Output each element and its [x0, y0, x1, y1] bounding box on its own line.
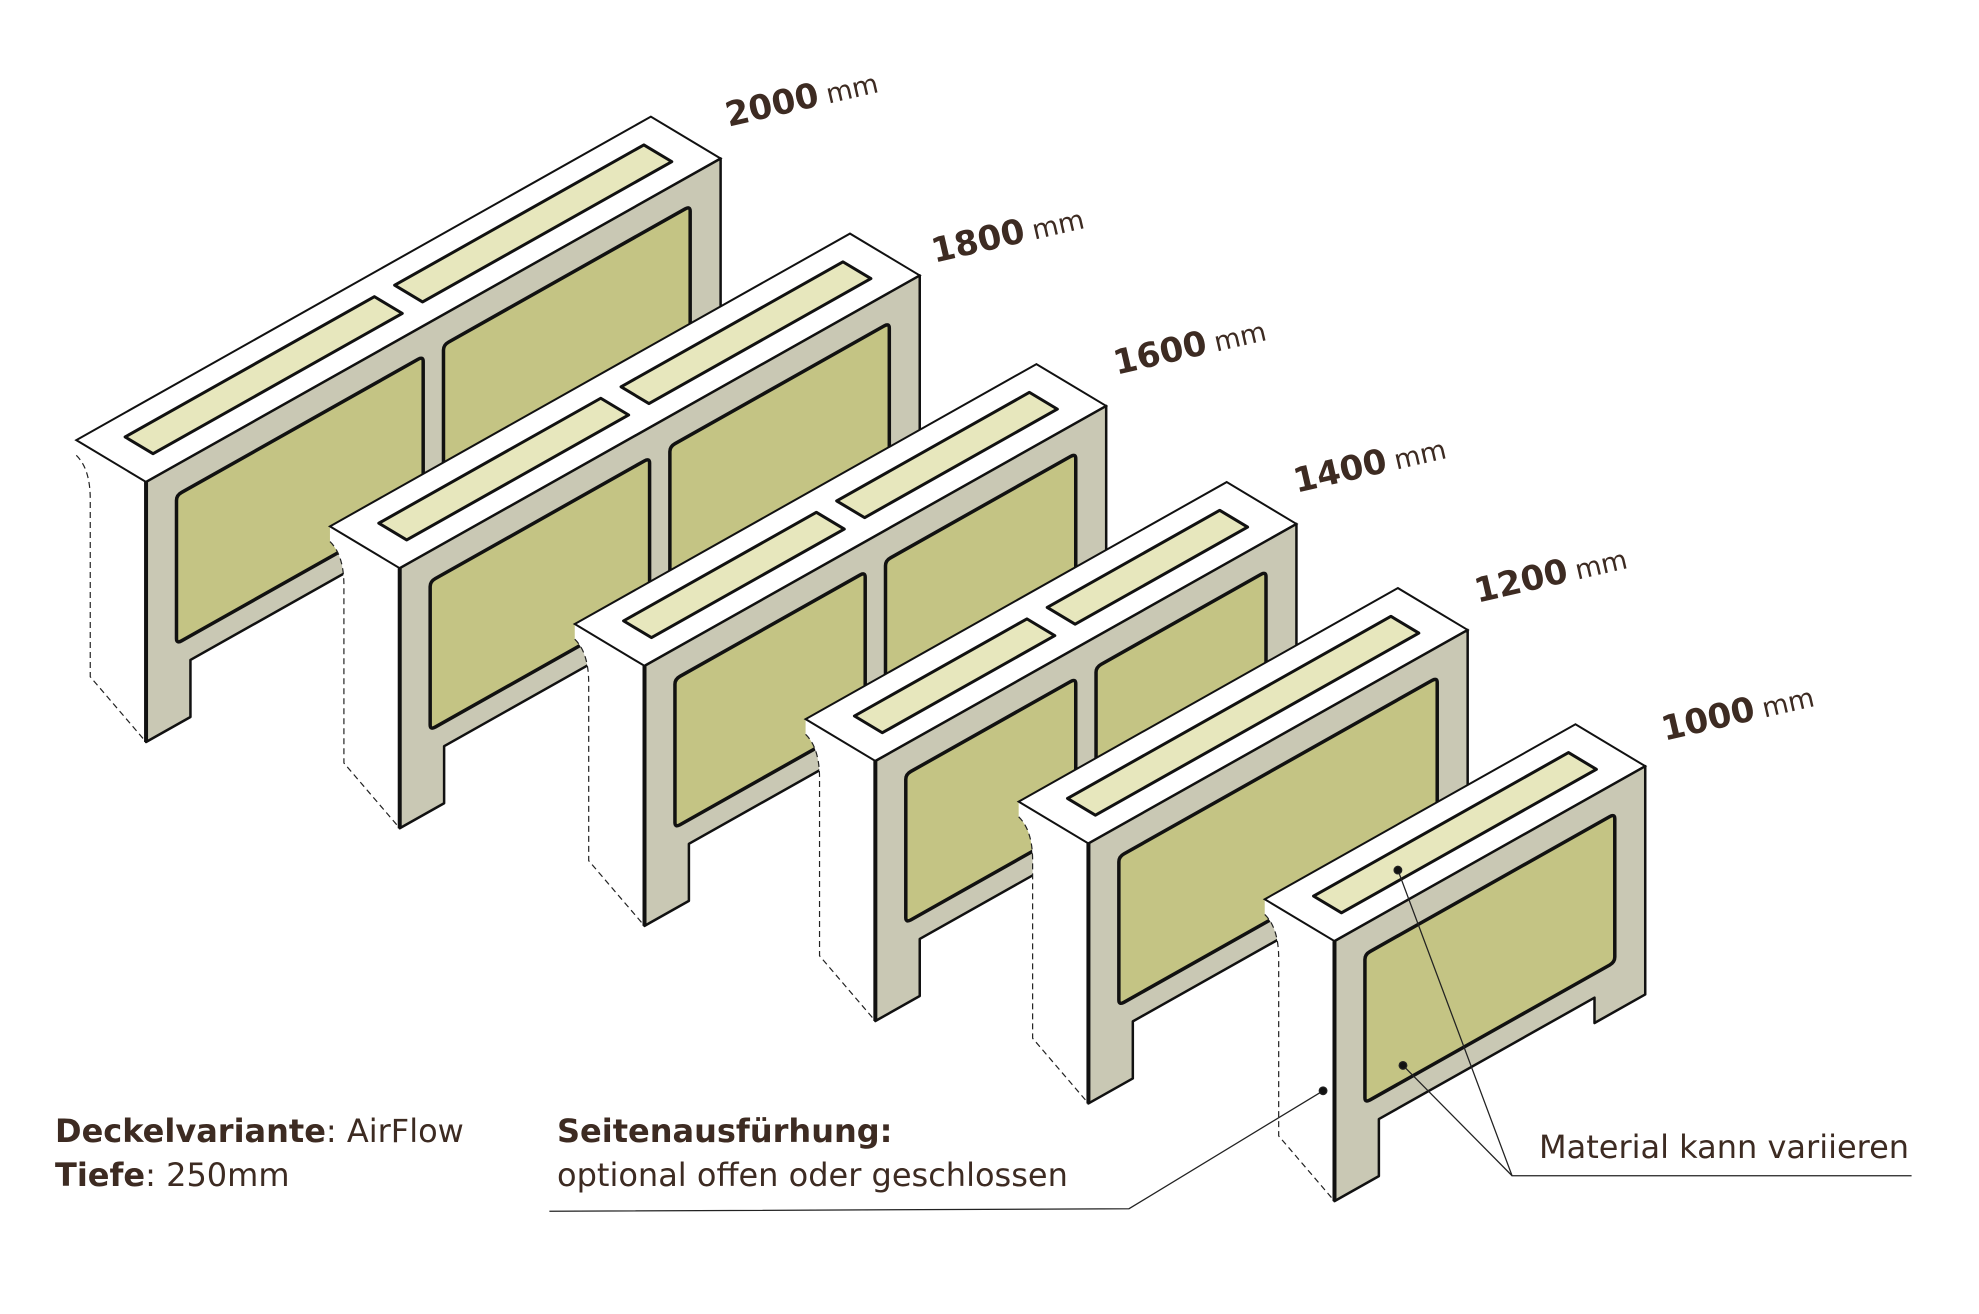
- annotation-leaders: [549, 865, 1912, 1212]
- material-note: Material kann variieren: [1539, 1128, 1910, 1166]
- top-face: [330, 234, 920, 569]
- top-face: [575, 364, 1106, 666]
- airflow-opening: [624, 512, 845, 637]
- depth-label: Tiefe: [55, 1156, 146, 1194]
- airflow-opening: [837, 392, 1058, 517]
- side-panel: [329, 526, 400, 829]
- top-face: [76, 117, 720, 482]
- side-dashed-outline: [575, 639, 645, 926]
- cabinet-2000: [76, 117, 720, 742]
- side-dashed-outline: [330, 542, 400, 829]
- cabinet-1000: [1265, 724, 1646, 1201]
- cabinet-1600: [575, 364, 1106, 926]
- side-panel: [76, 440, 147, 742]
- airflow-opening: [379, 398, 629, 540]
- front-face: [1334, 766, 1645, 1201]
- airflow-opening: [1068, 616, 1419, 815]
- side-dashed-outline: [1019, 817, 1089, 1104]
- front-face: [645, 406, 1107, 926]
- side-panel: [1264, 899, 1335, 1202]
- side-panel: [574, 624, 645, 926]
- airflow-opening: [1314, 753, 1597, 913]
- side-dashed-outline: [76, 455, 146, 742]
- side-face: [330, 526, 400, 828]
- airflow-opening: [395, 145, 672, 302]
- top-face: [1019, 588, 1468, 843]
- side-dashed-outline: [1265, 914, 1335, 1201]
- cabinet-1200: [1019, 588, 1468, 1103]
- side-face: [1019, 802, 1089, 1104]
- lid-variant-value: : AirFlow: [325, 1112, 464, 1150]
- lid-variant: Deckelvariante: AirFlow: [55, 1112, 464, 1150]
- depth-value: : 250mm: [145, 1156, 290, 1194]
- side-panel: [805, 719, 876, 1022]
- depth-spec: Tiefe: 250mm: [55, 1156, 290, 1194]
- side-dashed-outline: [806, 734, 876, 1021]
- leader-dot: [1318, 1086, 1328, 1096]
- airflow-opening: [125, 297, 402, 454]
- side-face: [76, 440, 146, 742]
- leader-dot: [1393, 865, 1403, 875]
- side-face: [1265, 899, 1335, 1201]
- mesh-panel: [1365, 814, 1615, 1103]
- airflow-opening: [854, 619, 1054, 733]
- side-note-leader: [549, 1090, 1324, 1212]
- lid-variant-label: Deckelvariante: [55, 1112, 326, 1150]
- front-face: [146, 158, 721, 741]
- leader-dot: [1398, 1060, 1408, 1070]
- side-panel: [1018, 801, 1089, 1104]
- cabinet-1800: [330, 234, 920, 829]
- material-leader-panel: [1402, 1064, 1513, 1177]
- side-face: [806, 719, 876, 1021]
- top-face: [806, 482, 1297, 761]
- side-note-title: Seitenausfürhung:: [557, 1112, 893, 1150]
- side-face: [575, 624, 645, 926]
- airflow-opening: [621, 262, 871, 404]
- side-note-text: optional offen oder geschlossen: [557, 1156, 1068, 1194]
- airflow-opening: [1047, 510, 1247, 624]
